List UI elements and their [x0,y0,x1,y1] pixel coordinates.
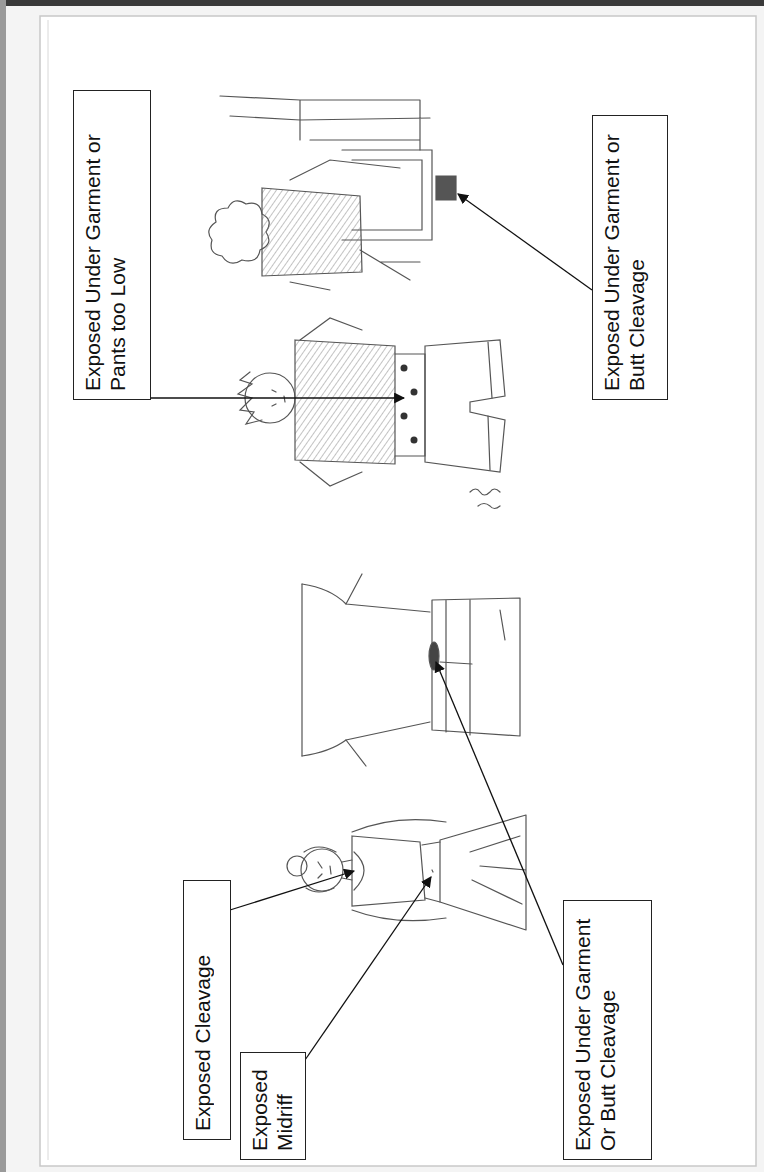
heart [411,437,418,444]
top [352,836,425,906]
leader-arrow [150,397,404,398]
shoulders [302,574,366,766]
underwear-band [395,354,425,456]
sleeves [300,318,362,486]
neck [342,860,352,880]
hair-bun [287,856,307,876]
midriff [422,842,440,902]
skirt [440,815,526,930]
seated-sketch [209,96,456,290]
neckline [354,852,364,890]
chair-back [342,150,432,240]
callout-label: Exposed Midriff [247,1061,299,1151]
callout-box: Exposed Under Garment or Pants too Low [73,90,151,400]
callout-box: Exposed Under Garment Or Butt Cleavage [563,900,652,1160]
shirt [295,340,395,464]
leader-arrow [458,194,592,290]
heart [401,365,408,372]
callout-label: Exposed Under Garment or Pants too Low [80,99,144,391]
heart-print [401,365,418,444]
callout-box: Exposed Cleavage [183,880,231,1140]
arms [290,160,400,290]
heart [401,413,408,420]
callout-box: Exposed Midriff [240,1052,306,1160]
scan-edge [0,0,764,6]
back-view-sketch [302,574,520,766]
pants [425,340,505,472]
page-rule [48,20,49,1160]
leader-arrow [305,877,431,1060]
cleft [440,662,472,664]
arms [352,820,446,921]
exposed-underwear [436,176,456,200]
leader-arrow [230,871,354,910]
callout-label: Exposed Cleavage [190,889,224,1131]
heart [411,389,418,396]
callout-box: Exposed Under Garment or Butt Cleavage [592,115,668,400]
shirt [262,188,362,276]
cuffs [488,342,492,470]
hair [209,201,269,263]
head [301,849,343,891]
signature [470,489,500,509]
torso [302,584,430,756]
chair-legs [220,96,430,280]
leader-arrow [436,662,563,965]
page-sheet [40,16,756,1166]
callout-label: Exposed Under Garment Or Butt Cleavage [570,909,645,1151]
pants [432,598,520,736]
scan-edge [0,0,6,1172]
callout-label: Exposed Under Garment or Butt Cleavage [599,124,661,391]
boy-sketch [238,318,505,509]
